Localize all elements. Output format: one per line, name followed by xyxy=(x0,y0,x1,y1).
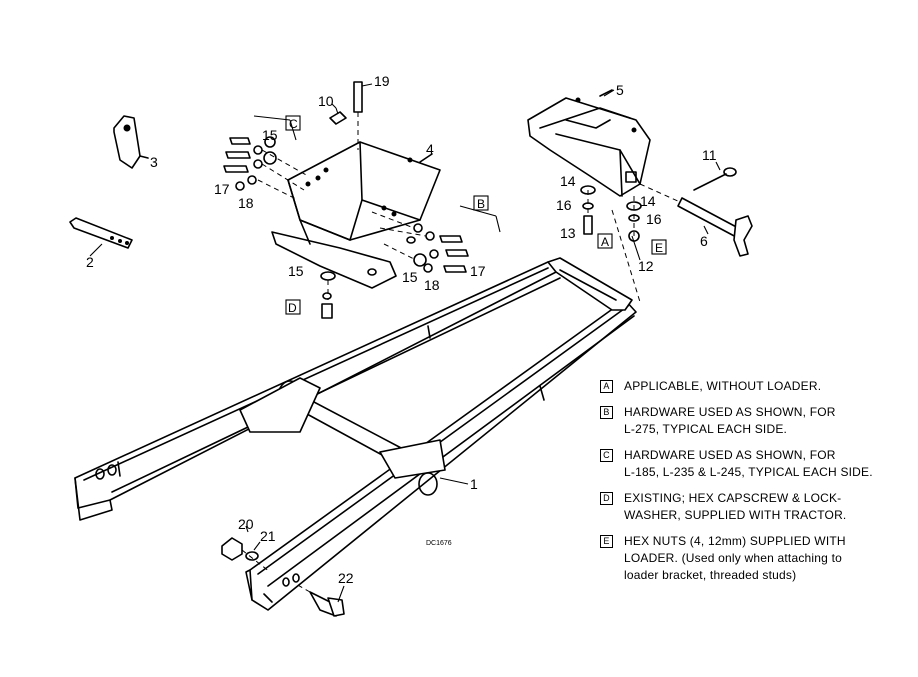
callout-6: 6 xyxy=(700,233,708,249)
legend-text-D: EXISTING; HEX CAPSCREW & LOCK- WASHER, S… xyxy=(624,491,847,522)
legend-key-D: D xyxy=(600,492,613,505)
callout-4: 4 xyxy=(426,141,434,157)
callout-15b: 15 xyxy=(288,263,304,279)
legend-key-C: C xyxy=(600,449,613,462)
legend-item-A: A APPLICABLE, WITHOUT LOADER. xyxy=(598,378,898,395)
hardware-bracket-left xyxy=(580,185,596,235)
part-2-strap xyxy=(69,217,133,249)
part-4-mount-bracket xyxy=(271,141,441,289)
callout-11: 11 xyxy=(702,147,717,163)
part-10-clip xyxy=(329,107,347,125)
box-label-B: B xyxy=(477,197,485,211)
box-label-E: E xyxy=(655,241,663,255)
callout-13: 13 xyxy=(560,225,576,241)
callout-18b: 18 xyxy=(424,277,440,293)
legend-text-E: HEX NUTS (4, 12mm) SUPPLIED WITH LOADER.… xyxy=(624,534,846,582)
callout-17b: 17 xyxy=(470,263,486,279)
callout-22: 22 xyxy=(338,570,354,586)
legend-text-B: HARDWARE USED AS SHOWN, FOR L-275, TYPIC… xyxy=(624,405,836,436)
callout-20: 20 xyxy=(238,516,254,532)
callout-10: 10 xyxy=(318,93,334,109)
callout-5: 5 xyxy=(616,82,624,98)
box-label-A: A xyxy=(601,235,609,249)
callout-numbers: 1 2 3 4 5 6 10 11 12 13 14 14 15 15 15 1… xyxy=(86,73,717,586)
part-3-bracket xyxy=(113,115,149,169)
callout-18a: 18 xyxy=(238,195,254,211)
callout-15c: 15 xyxy=(402,269,418,285)
callout-14b: 14 xyxy=(640,193,656,209)
hardware-left-upper xyxy=(223,115,309,201)
legend-key-A: A xyxy=(600,380,613,393)
callout-19: 19 xyxy=(374,73,390,89)
part-5-front-bracket xyxy=(527,89,651,197)
callout-2: 2 xyxy=(86,254,94,270)
part-19-pin xyxy=(353,81,373,150)
hardware-right-B xyxy=(371,205,501,273)
legend-item-E: E HEX NUTS (4, 12mm) SUPPLIED WITH LOADE… xyxy=(598,533,898,584)
leader-lines xyxy=(89,89,721,603)
callout-21: 21 xyxy=(260,528,276,544)
callout-3: 3 xyxy=(150,154,158,170)
legend: A APPLICABLE, WITHOUT LOADER. B HARDWARE… xyxy=(598,378,898,593)
callout-16a: 16 xyxy=(556,197,572,213)
legend-item-D: D EXISTING; HEX CAPSCREW & LOCK- WASHER,… xyxy=(598,490,898,524)
legend-item-C: C HARDWARE USED AS SHOWN, FOR L-185, L-2… xyxy=(598,447,898,481)
legend-text-C: HARDWARE USED AS SHOWN, FOR L-185, L-235… xyxy=(624,448,873,479)
legend-text-A: APPLICABLE, WITHOUT LOADER. xyxy=(624,379,822,393)
callout-1: 1 xyxy=(470,476,478,492)
box-label-C: C xyxy=(289,117,298,131)
part-22-bolt xyxy=(295,583,345,617)
legend-key-E: E xyxy=(600,535,613,548)
hardware-bracket-right xyxy=(626,196,642,242)
box-label-D: D xyxy=(288,301,297,315)
drawing-code: DC1676 xyxy=(426,540,452,547)
part-6-shaft xyxy=(639,183,753,257)
parts-20-21 xyxy=(221,537,271,573)
part-11-pin xyxy=(693,167,737,191)
legend-item-B: B HARDWARE USED AS SHOWN, FOR L-275, TYP… xyxy=(598,404,898,438)
callout-16b: 16 xyxy=(646,211,662,227)
callout-17a: 17 xyxy=(214,181,230,197)
legend-key-B: B xyxy=(600,406,613,419)
callout-14a: 14 xyxy=(560,173,576,189)
callout-12: 12 xyxy=(638,258,654,274)
box-labels: C B D A E xyxy=(285,115,667,315)
callout-15a: 15 xyxy=(262,127,278,143)
hardware-D xyxy=(320,271,336,319)
part-1-frame xyxy=(74,209,641,611)
